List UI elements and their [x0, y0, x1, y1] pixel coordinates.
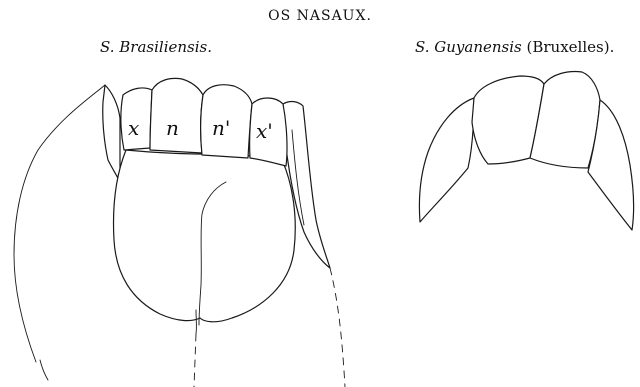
- figure-brasiliensis: x n n' x': [14, 78, 345, 387]
- left-outer-outline: [14, 85, 105, 362]
- guyanensis-left-wing: [419, 98, 474, 222]
- right-dashed-outline: [330, 268, 345, 387]
- bone-label-n-prime: n': [212, 116, 230, 140]
- bone-label-x: x: [128, 116, 139, 140]
- bone-label-x-prime: x': [256, 119, 273, 143]
- premaxilla-body: [114, 150, 296, 322]
- bone-label-n: n: [166, 116, 179, 140]
- left-lateral-process: [103, 85, 120, 182]
- median-suture-line: [194, 334, 196, 387]
- left-outer-tail: [40, 360, 48, 380]
- figure-guyanensis: [419, 72, 633, 231]
